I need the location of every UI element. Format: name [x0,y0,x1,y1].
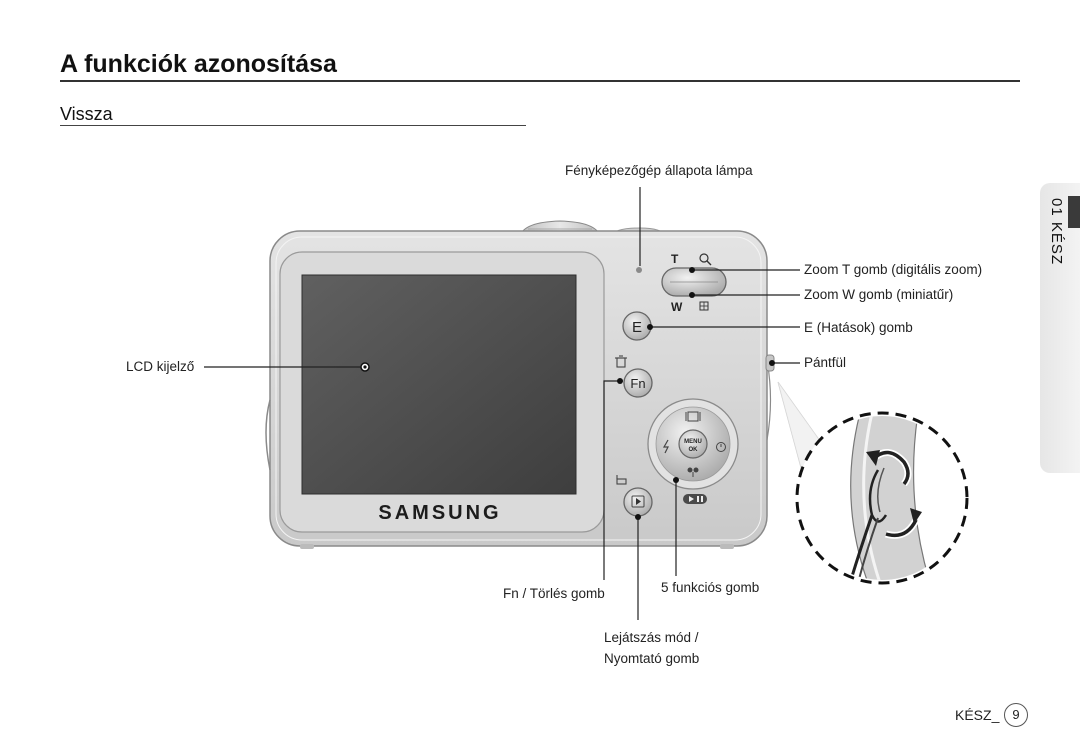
page-number: 9 [1004,703,1028,727]
callout-fn-delete: Fn / Törlés gomb [503,586,605,601]
self-timer-icon [716,442,726,452]
effects-button-label: E [632,319,642,336]
macro-icon [687,467,699,477]
subtitle-rule [60,125,526,126]
lcd-screen [301,274,577,495]
status-lamp [636,267,642,273]
display-icon [685,411,701,422]
play-icon [636,498,641,505]
title-rule [60,80,1020,82]
callout-playback-line2: Nyomtató gomb [604,651,700,666]
callout-lcd: LCD kijelző [126,359,195,374]
brand-logo: SAMSUNG [378,502,501,524]
play-indicator-icon [683,494,707,504]
chapter-tab-label: 01 KÉSZ [1048,198,1065,266]
trash-icon [615,355,627,368]
flash-icon [662,439,669,454]
callout-zoom-w: Zoom W gomb (miniatűr) [804,287,954,302]
callout-dots [360,267,775,520]
menu-ok-button [678,429,708,459]
section-subtitle: Vissza [60,104,113,124]
callout-effects: E (Hatások) gomb [804,320,913,335]
chapter-tab-marker [1068,196,1080,228]
menu-label: MENU [684,439,702,445]
magnify-icon [699,253,709,263]
page-title: A funkciók azonosítása [60,50,337,78]
zoom-t-label: T [671,252,679,266]
callout-playback-line1: Lejátszás mód / [604,630,699,645]
zoom-w-label: W [671,300,683,314]
fn-button [623,368,653,398]
ok-label: OK [689,447,699,453]
callout-five-function: 5 funkciós gomb [661,580,760,595]
callout-lines [204,187,800,620]
callout-status-lamp: Fényképezőgép állapota lámpa [565,163,753,178]
callout-zoom-t: Zoom T gomb (digitális zoom) [804,262,983,277]
chapter-tab [1040,183,1080,473]
fn-button-label: Fn [630,376,645,391]
printer-icon [616,475,627,485]
footer-section: KÉSZ_ [955,707,1000,723]
strap-detail-inset [795,411,969,585]
callout-strap: Pántfül [804,355,847,370]
